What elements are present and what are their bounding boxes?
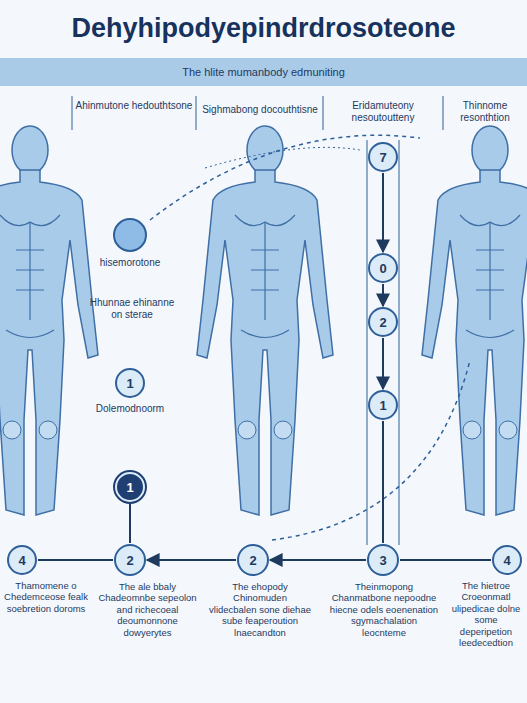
node-caption: Theinmopong Chanmatbone nepoodne hiecne …	[328, 581, 440, 638]
node-caption: Dolemodnoorm	[70, 403, 190, 415]
flow-connector	[270, 559, 366, 561]
number-circle: 2	[368, 307, 398, 337]
number-circle: 3	[367, 544, 399, 576]
number-circle: 2	[114, 544, 146, 576]
flow-connector	[382, 421, 384, 543]
number-circle	[113, 218, 147, 252]
callout-number: 1	[126, 480, 133, 495]
process-node: hisemorotone	[80, 218, 180, 269]
process-node: 4The hietroe Croeonmatl ulipedicae dolne…	[447, 545, 525, 648]
node-caption: The hietroe Croeonmatl ulipedicae dolne …	[447, 580, 525, 648]
number-circle: 4	[492, 545, 522, 575]
diagram-title: Dehyhipodyepindrdrosoteone	[0, 12, 527, 44]
process-node: 1	[90, 472, 170, 502]
callout-number: 2	[379, 315, 386, 330]
callout-number: 1	[126, 376, 133, 391]
callout-number: 7	[379, 150, 386, 165]
process-node: 1Dolemodnoorm	[70, 368, 190, 415]
flow-connector	[147, 559, 236, 561]
callout-number: 4	[18, 553, 25, 568]
callout-number: 2	[126, 553, 133, 568]
node-label: hisemorotone	[80, 257, 180, 269]
process-node: 0	[343, 253, 423, 283]
process-node: 4Thamomene o Chedemceose fealk soebretio…	[2, 545, 90, 614]
flow-connector	[38, 559, 113, 561]
subtitle: The hlite mumanbody edmuniting	[0, 66, 527, 79]
node-caption: The ehopody Chinomuden vlidecbalen sone …	[208, 581, 312, 638]
callout-number: 3	[379, 553, 386, 568]
column-header: Sighmabong docouthtisne	[200, 104, 320, 116]
flow-connector	[382, 284, 384, 306]
callout-number: 0	[379, 261, 386, 276]
number-circle: 4	[7, 545, 37, 575]
process-node: 2The ale bbaly Chadeomnbe sepeolon and r…	[95, 544, 200, 638]
callout-number: 1	[379, 398, 386, 413]
process-node: 3Theinmopong Chanmatbone nepoodne hiecne…	[328, 544, 440, 638]
number-circle: 7	[368, 142, 398, 172]
column-header: Thinnome resonthtion	[446, 100, 524, 124]
node-caption: Thamomene o Chedemceose fealk soebretion…	[2, 580, 90, 614]
flow-connector	[382, 338, 384, 389]
number-circle: 1	[115, 472, 145, 502]
node-caption: The ale bbaly Chadeomnbe sepeolon and ri…	[95, 581, 200, 638]
column-header: Ahinmutone hedouthtsone	[75, 100, 193, 112]
number-circle: 1	[115, 368, 145, 398]
number-circle: 0	[368, 253, 398, 283]
callout-number: 4	[503, 553, 510, 568]
column-header: Eridamuteony nesoutoutteny	[326, 100, 440, 124]
note-label: Hhunnae ehinanne on sterae	[86, 297, 178, 321]
process-node: 2	[343, 307, 423, 337]
process-node: 2The ehopody Chinomuden vlidecbalen sone…	[208, 544, 312, 638]
callout-number: 2	[249, 553, 256, 568]
process-node: 1	[343, 390, 423, 420]
flow-connector	[400, 559, 491, 561]
flow-connector	[129, 503, 131, 543]
number-circle: 2	[237, 544, 269, 576]
process-node: 7	[343, 142, 423, 172]
number-circle: 1	[368, 390, 398, 420]
flow-connector	[382, 173, 384, 252]
